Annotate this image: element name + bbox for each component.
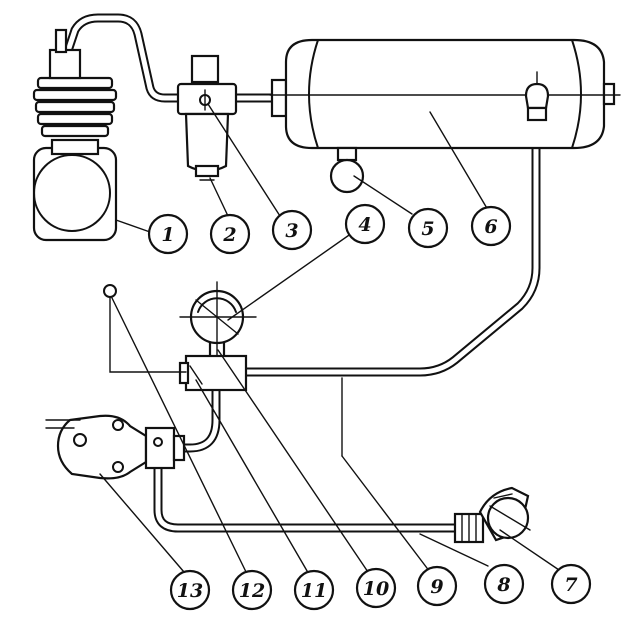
callout-label: 6 [484,216,497,238]
pipe-compressor-to-filter [55,13,183,103]
pipe-valve-to-chuck [153,457,460,533]
callout-1: 1 [147,213,189,255]
compressor [32,28,118,242]
callout-3: 3 [271,209,313,251]
callout-label: 1 [161,224,174,246]
callout-9: 9 [416,565,458,607]
callout-label: 4 [358,214,371,236]
safety-valve [329,146,365,194]
callout-10: 10 [355,567,397,609]
callout-13: 13 [169,569,211,611]
coupling-nut [453,512,485,544]
control-valve [45,414,186,480]
tee-fitting [178,354,248,392]
callout-5: 5 [407,207,449,249]
filter-separator [176,54,238,181]
callout-label: 13 [177,580,203,602]
tire-chuck [478,486,531,542]
drain-cock [199,89,211,111]
callout-label: 12 [239,580,265,602]
callout-label: 3 [285,220,298,242]
callout-4: 4 [344,203,386,245]
pipe-tee-to-valve [171,385,221,453]
callout-label: 10 [363,578,389,600]
callout-8: 8 [483,563,525,605]
leader-lines [99,103,563,577]
callout-6: 6 [470,205,512,247]
pressure-gauge [179,281,257,360]
callout-label: 8 [496,574,510,596]
pipe-tank-to-tee [240,113,541,377]
callout-7: 7 [550,563,592,605]
callout-2: 2 [209,213,251,255]
callout-label: 5 [421,218,434,240]
callout-label: 11 [301,580,327,602]
callout-label: 9 [430,576,443,598]
air-tank [269,38,621,150]
pressure-switch-line [103,284,187,373]
callout-12: 12 [231,569,273,611]
callout-11: 11 [293,569,335,611]
callout-label: 2 [222,224,236,246]
callout-label: 7 [564,574,577,596]
